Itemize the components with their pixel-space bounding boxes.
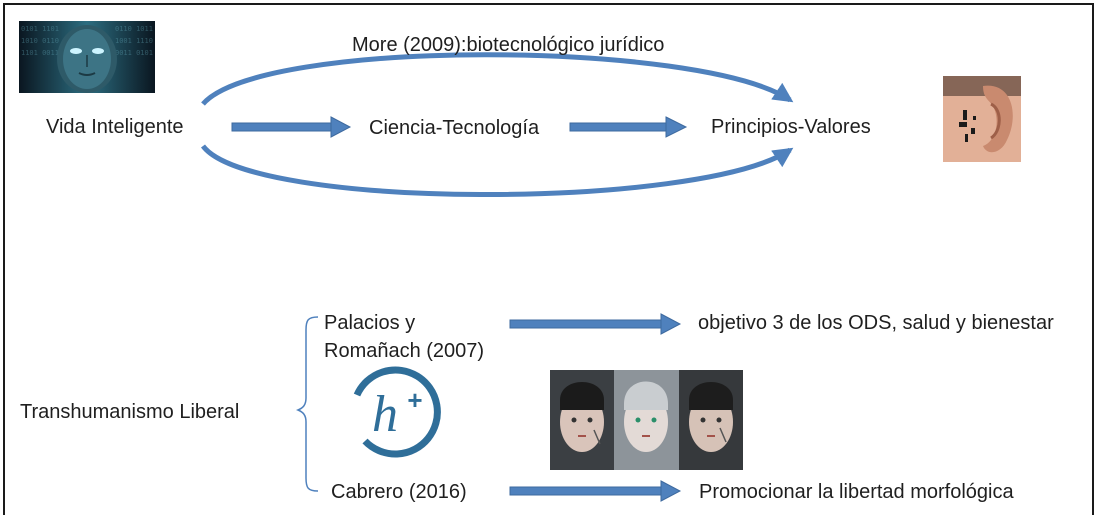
svg-text:0011 0101: 0011 0101	[115, 49, 153, 57]
arrow-cabrero-to-libertad	[509, 480, 682, 502]
tree-bracket	[295, 316, 319, 492]
svg-text:0101 1101: 0101 1101	[21, 25, 59, 33]
top-title: More (2009):biotecnológico jurídico	[352, 34, 665, 56]
lower-curve-arrow	[200, 144, 794, 197]
node-palacios-line2: Romañach (2007)	[324, 340, 485, 362]
node-ciencia-tecnologia: Ciencia-Tecnología	[369, 117, 540, 139]
hplus-logo: h +	[353, 366, 441, 458]
arrow-palacios-to-objetivo	[509, 313, 682, 335]
node-objetivo-ods: objetivo 3 de los ODS, salud y bienestar	[698, 312, 1054, 334]
svg-text:1010 0110: 1010 0110	[21, 37, 59, 45]
svg-text:h: h	[372, 386, 398, 443]
upper-curve-arrow	[201, 52, 794, 106]
svg-text:1001 1110: 1001 1110	[115, 37, 153, 45]
svg-text:1101 0011: 1101 0011	[21, 49, 59, 57]
node-vida-inteligente: Vida Inteligente	[46, 116, 184, 138]
cyborg-face-image: 0101 1101 1010 0110 1101 0011 0110 1011 100…	[19, 21, 155, 93]
svg-text:0110 1011: 0110 1011	[115, 25, 153, 33]
node-libertad-morfologica: Promocionar la libertad morfológica	[699, 481, 1014, 503]
node-palacios-line1: Palacios y	[324, 312, 416, 334]
diagram-frame	[3, 3, 1094, 515]
arrow-ciencia-to-principios	[569, 116, 688, 138]
node-principios-valores: Principios-Valores	[711, 116, 871, 138]
node-cabrero: Cabrero (2016)	[331, 481, 467, 503]
svg-text:+: +	[407, 385, 422, 415]
arrow-vida-to-ciencia	[231, 116, 352, 138]
ear-implant-image	[943, 76, 1021, 162]
node-transhumanismo-liberal: Transhumanismo Liberal	[20, 401, 240, 423]
android-faces-image	[550, 370, 743, 470]
